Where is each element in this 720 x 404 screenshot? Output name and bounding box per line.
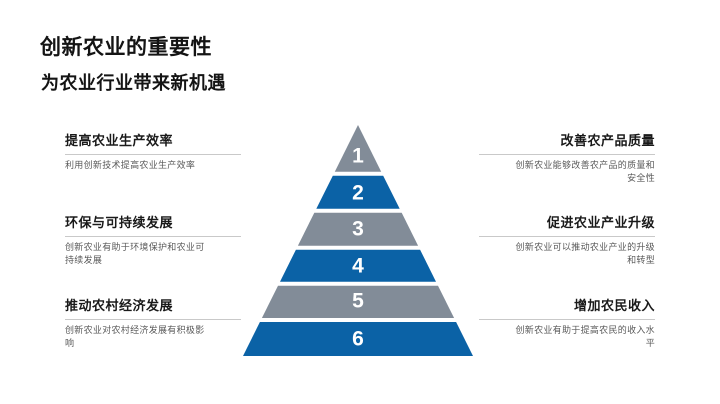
item-description: 创新农业对农村经济发展有积极影 响 [65,324,205,349]
pyramid-level-6-number: 6 [352,328,364,351]
item-industry-upgrade: 促进农业产业升级 创新农业可以推动农业产业的升级 和转型 [479,215,655,268]
item-description: 创新农业能够改善农产品的质量和 安全性 [515,159,655,184]
item-title: 推动农村经济发展 [65,298,241,320]
pyramid-level-4 [280,249,436,282]
pyramid-level-6 [243,322,473,356]
page-subtitle: 为农业行业带来新机遇 [41,73,226,93]
item-farmer-income: 增加农民收入 创新农业有助于提高农民的收入水 平 [479,298,655,351]
pyramid-level-2 [316,175,400,209]
page-title: 创新农业的重要性 [40,36,212,59]
item-title: 增加农民收入 [479,298,655,320]
pyramid-level-2-number: 2 [352,182,364,205]
pyramid-level-4-number: 4 [352,255,364,278]
item-title: 环保与可持续发展 [65,215,241,237]
pyramid-level-1-number: 1 [352,145,364,168]
pyramid-level-3 [297,212,419,246]
item-description: 创新农业有助于环境保护和农业可 持续发展 [65,241,205,266]
item-description: 创新农业可以推动农业产业的升级 和转型 [515,241,655,266]
pyramid-level-3-number: 3 [352,218,364,241]
pyramid-level-5-number: 5 [352,290,364,313]
pyramid-level-1 [334,125,382,172]
item-description: 利用创新技术提高农业生产效率 [65,159,196,170]
item-rural-economy: 推动农村经济发展 创新农业对农村经济发展有积极影 响 [65,298,241,351]
item-title: 提高农业生产效率 [65,133,241,155]
pyramid-level-5 [261,285,455,318]
item-product-quality: 改善农产品质量 创新农业能够改善农产品的质量和 安全性 [479,133,655,186]
item-title: 改善农产品质量 [479,133,655,155]
item-description: 创新农业有助于提高农民的收入水 平 [515,324,655,349]
item-sustainable-development: 环保与可持续发展 创新农业有助于环境保护和农业可 持续发展 [65,215,241,268]
item-title: 促进农业产业升级 [479,215,655,237]
item-improve-efficiency: 提高农业生产效率 利用创新技术提高农业生产效率 [65,133,241,172]
